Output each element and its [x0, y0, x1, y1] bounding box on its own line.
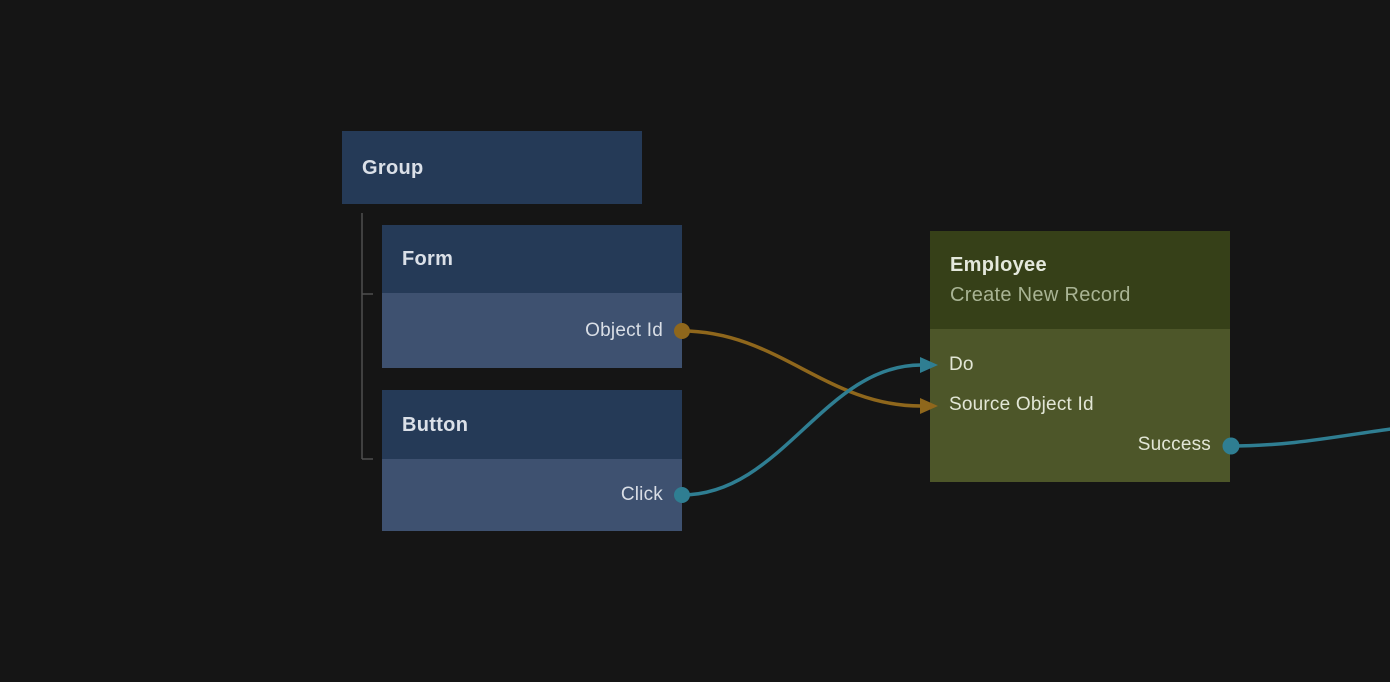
edge-objectid-to-source-objectid[interactable]	[680, 329, 923, 408]
node-form-header[interactable]: Form	[382, 225, 682, 293]
node-employee[interactable]: Employee Create New Record Do Source Obj…	[930, 231, 1230, 482]
port-success[interactable]: Success	[930, 425, 1230, 465]
node-group[interactable]: Group	[342, 131, 642, 204]
node-form[interactable]: Form Object Id	[382, 225, 682, 368]
node-subtitle: Create New Record	[950, 284, 1131, 306]
node-title: Form	[402, 248, 454, 270]
node-form-body: Object Id	[382, 293, 682, 368]
edge-click-to-do[interactable]	[680, 363, 923, 497]
edge-success-out[interactable]	[1229, 427, 1390, 448]
node-employee-header[interactable]: Employee Create New Record	[930, 231, 1230, 329]
node-button-header[interactable]: Button	[382, 390, 682, 459]
port-label: Source Object Id	[949, 394, 1094, 415]
port-label: Click	[620, 484, 663, 505]
port-label: Do	[949, 354, 974, 375]
node-employee-body: Do Source Object Id Success	[930, 329, 1230, 482]
node-title: Employee	[950, 254, 1047, 276]
port-source-object-id[interactable]: Source Object Id	[930, 385, 1230, 425]
port-click[interactable]: Click	[382, 459, 682, 531]
tree-connector	[361, 213, 373, 460]
port-label: Object Id	[585, 319, 663, 341]
node-title: Button	[402, 413, 469, 436]
port-do[interactable]: Do	[930, 345, 1230, 385]
port-object-id[interactable]: Object Id	[382, 293, 682, 368]
node-title: Group	[362, 156, 424, 179]
node-button-body: Click	[382, 459, 682, 531]
node-button[interactable]: Button Click	[382, 390, 682, 531]
port-label: Success	[1137, 434, 1211, 455]
